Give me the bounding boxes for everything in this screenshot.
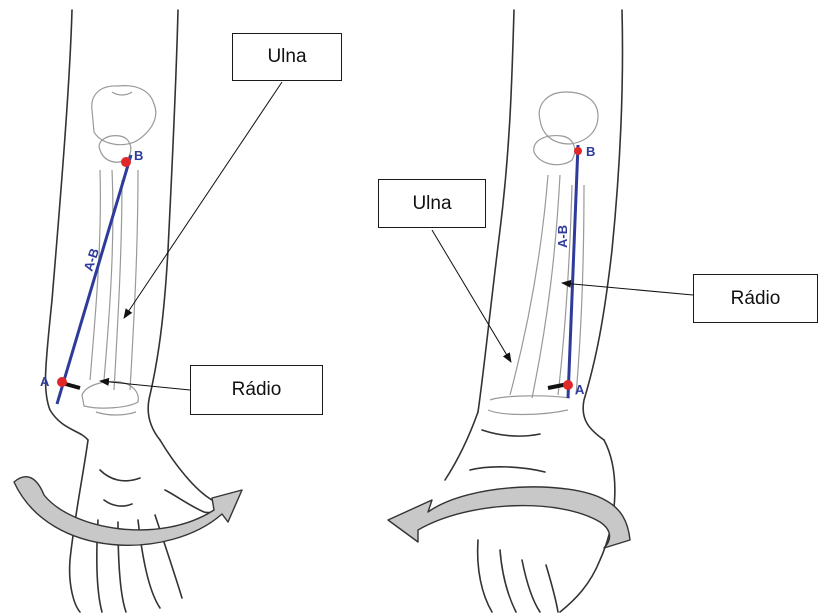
right-point-b-label: B	[586, 144, 595, 159]
left-ulna-label-box: Ulna	[232, 33, 342, 81]
right-point-a-label: A	[575, 382, 585, 397]
right-forearm-bones	[488, 92, 598, 415]
right-axis-line	[568, 145, 578, 398]
right-radius-label-box: Rádio	[693, 274, 818, 323]
right-ulna-label: Ulna	[412, 193, 451, 215]
left-ulna-label: Ulna	[267, 46, 306, 68]
left-ulna-leader	[124, 82, 282, 318]
left-rotation-arrow	[14, 477, 242, 546]
right-point-b-marker	[574, 147, 582, 155]
right-forearm-outline	[445, 10, 623, 612]
left-point-a-label: A	[40, 374, 50, 389]
right-ulna-leader	[432, 230, 511, 362]
right-rotation-arrow	[388, 487, 630, 548]
right-ulna-label-box: Ulna	[378, 179, 486, 228]
left-point-b-marker	[121, 157, 131, 167]
right-point-a-marker	[563, 380, 573, 390]
left-radius-label-box: Rádio	[190, 365, 323, 415]
right-axis-label: A-B	[555, 225, 570, 248]
left-radius-label: Rádio	[232, 379, 282, 401]
left-point-b-label: B	[134, 148, 143, 163]
right-radius-label: Rádio	[731, 288, 781, 310]
left-point-a-marker	[57, 377, 67, 387]
